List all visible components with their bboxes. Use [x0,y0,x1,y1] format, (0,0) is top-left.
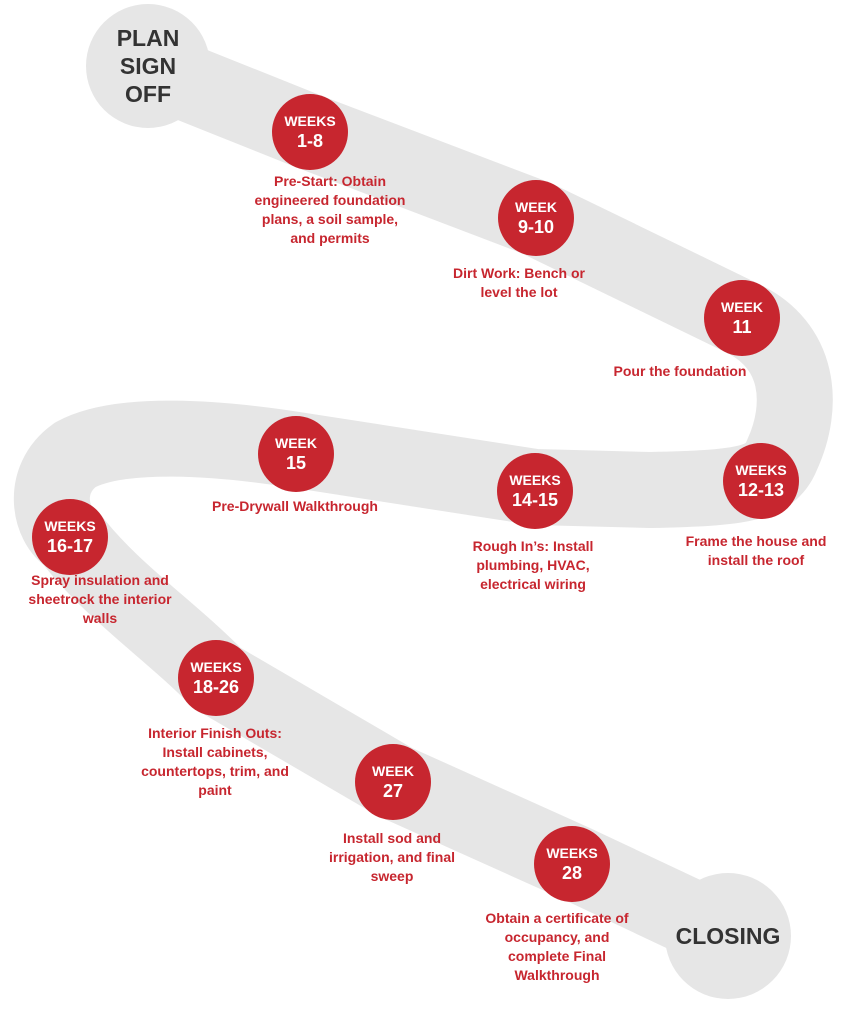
milestone-caption-weeks-12-13: Frame the house and install the roof [685,533,827,568]
milestone-badge-weeks-1-8: WEEKS 1-8 [272,94,348,170]
milestone-badge-weeks-12-13: WEEKS 12-13 [723,443,799,519]
milestone-caption-week-27: Install sod and irrigation, and final sw… [328,830,455,884]
milestone-caption-weeks-18-26: Interior Finish Outs: Install cabinets, … [141,725,289,798]
milestone-caption-week-11: Pour the foundation [613,363,747,379]
milestone-badge-weeks-18-26: WEEKS 18-26 [178,640,254,716]
milestone-caption-week-9-10: Dirt Work: Bench or level the lot [453,265,585,300]
milestone-badge-week-9-10: WEEK 9-10 [498,180,574,256]
badge-week-number: 14-15 [511,489,559,510]
badge-week-number: 1-8 [296,130,323,151]
badge-week-number: 16-17 [46,535,94,556]
milestone-caption-week-15: Pre-Drywall Walkthrough [212,498,378,514]
milestone-badge-weeks-16-17: WEEKS 16-17 [32,499,108,575]
milestone-caption-weeks-14-15: Rough In’s: Install plumbing, HVAC, elec… [472,538,594,592]
badge-week-number: 11 [732,316,752,337]
badge-week-label: WEEKS [546,844,598,861]
badge-week-number: 18-26 [192,676,240,697]
badge-week-label: WEEKS [284,112,336,129]
milestone-badge-weeks-28: WEEKS 28 [534,826,610,902]
badge-week-label: WEEK [515,198,557,215]
milestone-caption-weeks-1-8: Pre-Start: Obtain engineered foundation … [254,173,406,246]
badge-week-number: 28 [561,862,583,883]
milestone-badge-week-27: WEEK 27 [355,744,431,820]
road-path [13,30,833,973]
badge-week-label: WEEK [275,434,317,451]
plan-sign-off-label: PLAN SIGN OFF [116,25,180,107]
badge-week-label: WEEK [372,762,414,779]
badge-week-number: 9-10 [517,216,555,237]
badge-week-number: 27 [382,780,404,801]
plan-sign-off-node: PLAN SIGN OFF [86,4,210,128]
milestone-badge-week-15: WEEK 15 [258,416,334,492]
closing-node: CLOSING [665,873,791,999]
badge-week-label: WEEKS [735,461,787,478]
closing-label: CLOSING [675,922,781,949]
milestone-badge-week-11: WEEK 11 [704,280,780,356]
milestone-caption-weeks-28: Obtain a certificate of occupancy, and c… [485,910,629,983]
badge-week-label: WEEK [721,298,763,315]
badge-week-label: WEEKS [190,658,242,675]
badge-week-label: WEEKS [44,517,96,534]
milestone-badge-weeks-14-15: WEEKS 14-15 [497,453,573,529]
badge-week-number: 12-13 [737,479,785,500]
badge-week-number: 15 [285,452,307,473]
badge-week-label: WEEKS [509,471,561,488]
milestone-caption-weeks-16-17: Spray insulation and sheetrock the inter… [28,572,172,626]
